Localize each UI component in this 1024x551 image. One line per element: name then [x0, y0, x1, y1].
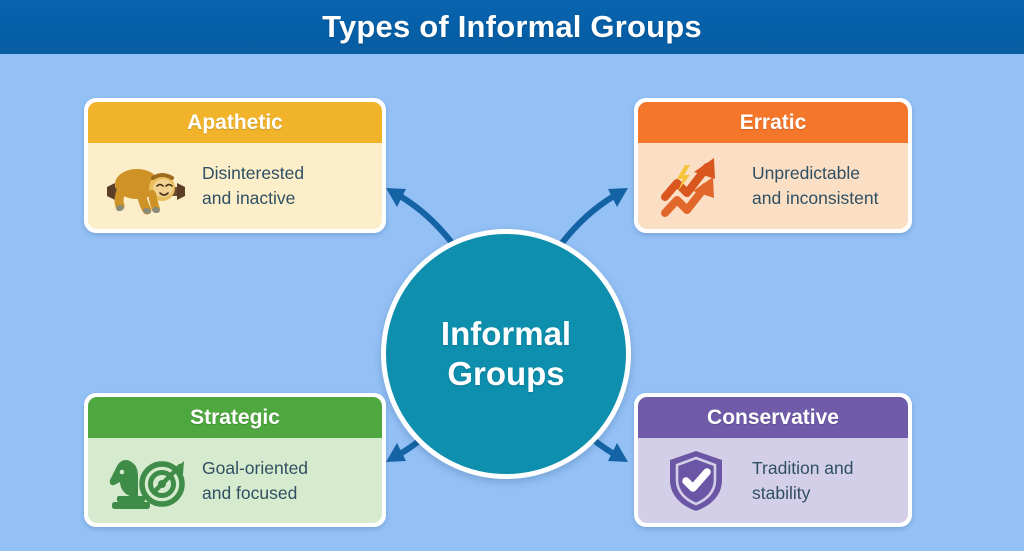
card-conservative[interactable]: Conservative Tradition and stability — [634, 393, 912, 527]
center-node-label: Informal Groups — [441, 314, 571, 395]
card-apathetic-description: Disinterested and inactive — [202, 161, 304, 211]
center-node: Informal Groups — [381, 229, 631, 479]
card-conservative-header: Conservative — [638, 397, 908, 438]
card-conservative-desc-line2: stability — [752, 482, 811, 503]
card-erratic-description: Unpredictable and inconsistent — [752, 161, 878, 211]
card-conservative-description: Tradition and stability — [752, 456, 854, 506]
card-conservative-desc-line1: Tradition and — [752, 457, 854, 478]
card-erratic-body: Unpredictable and inconsistent — [638, 143, 908, 229]
arrow-to-erratic — [559, 188, 628, 246]
card-strategic-description: Goal-oriented and focused — [202, 456, 308, 506]
card-erratic-header: Erratic — [638, 102, 908, 143]
card-erratic-desc-line2: and inconsistent — [752, 188, 879, 208]
card-apathetic-title: Apathetic — [187, 110, 283, 134]
header-banner: Types of Informal Groups — [0, 0, 1024, 54]
card-strategic-header: Strategic — [88, 397, 382, 438]
card-strategic[interactable]: Strategic — [84, 393, 386, 527]
shield-check-icon — [654, 446, 738, 516]
card-erratic[interactable]: Erratic Unpredictable — [634, 98, 912, 233]
card-apathetic-desc-line2: and inactive — [202, 188, 296, 208]
center-label-line1: Informal — [440, 314, 572, 352]
arrow-to-apathetic — [386, 188, 455, 246]
page-title: Types of Informal Groups — [322, 9, 702, 44]
center-label-line2: Groups — [447, 355, 565, 392]
card-erratic-desc-line1: Unpredictable — [752, 163, 860, 184]
card-apathetic-desc-line1: Disinterested — [202, 163, 305, 184]
card-apathetic-body: Disinterested and inactive — [88, 143, 382, 229]
card-strategic-title: Strategic — [190, 405, 280, 429]
card-erratic-title: Erratic — [739, 110, 807, 134]
card-conservative-title: Conservative — [707, 405, 839, 429]
card-apathetic-header: Apathetic — [88, 102, 382, 143]
chess-knight-target-icon — [104, 446, 188, 516]
sloth-icon — [104, 151, 188, 221]
card-strategic-desc-line2: and focused — [202, 482, 298, 503]
card-strategic-body: Goal-oriented and focused — [88, 438, 382, 523]
card-strategic-desc-line1: Goal-oriented — [202, 457, 309, 478]
card-apathetic[interactable]: Apathetic — [84, 98, 386, 233]
card-conservative-body: Tradition and stability — [638, 438, 908, 523]
zigzag-arrows-lightning-icon — [654, 151, 738, 221]
